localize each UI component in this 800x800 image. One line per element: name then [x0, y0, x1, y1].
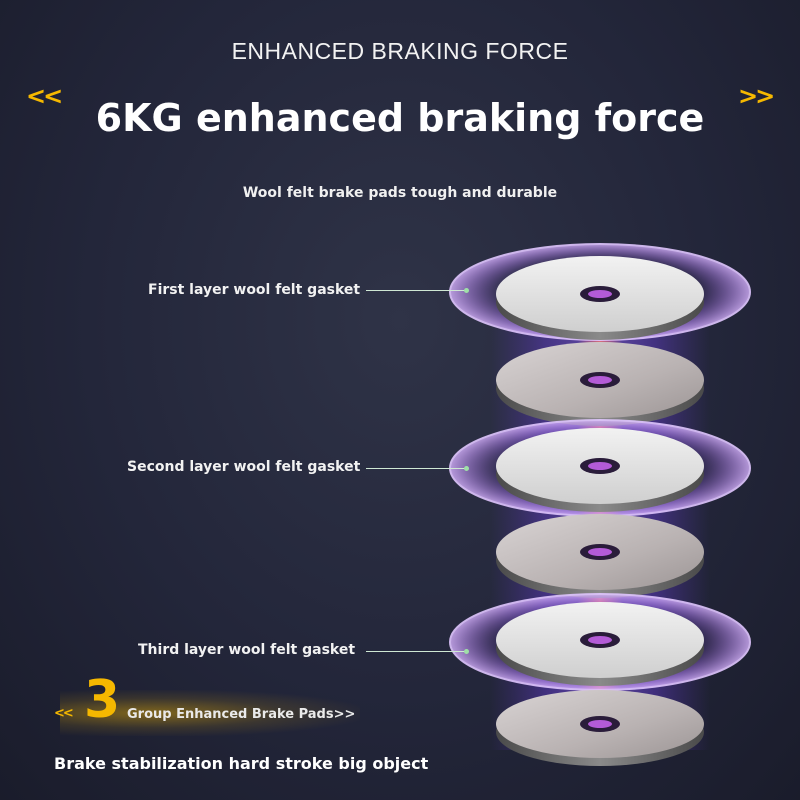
main-title: 6KG enhanced braking force — [95, 96, 705, 140]
layer-1-label: First layer wool felt gasket — [148, 282, 361, 298]
felt-disk-3 — [496, 428, 704, 512]
subtitle: Wool felt brake pads tough and durable — [242, 185, 558, 201]
felt-disk-5 — [496, 602, 704, 686]
right-arrows-icon: >> — [738, 82, 775, 110]
felt-disk-2 — [496, 342, 704, 426]
brake-pad-stack-illustration — [449, 243, 751, 766]
badge-glow — [60, 690, 360, 736]
badge-number: 3 — [84, 670, 121, 730]
felt-disk-1 — [496, 256, 704, 340]
badge-text: Group Enhanced Brake Pads>> — [127, 707, 356, 722]
footer-text: Brake stabilization hard stroke big obje… — [54, 754, 429, 773]
layer-2-leader — [366, 466, 469, 471]
badge-left-arrows-icon: << — [54, 706, 74, 721]
felt-disk-4 — [496, 514, 704, 598]
layer-3-label: Third layer wool felt gasket — [138, 642, 356, 658]
layer-2-label: Second layer wool felt gasket — [127, 459, 361, 475]
top-title: ENHANCED BRAKING FORCE — [231, 38, 569, 64]
layer-1-leader — [366, 288, 469, 293]
layer-3-leader — [366, 649, 469, 654]
felt-disk-6 — [496, 690, 704, 766]
left-arrows-icon: << — [26, 82, 63, 110]
